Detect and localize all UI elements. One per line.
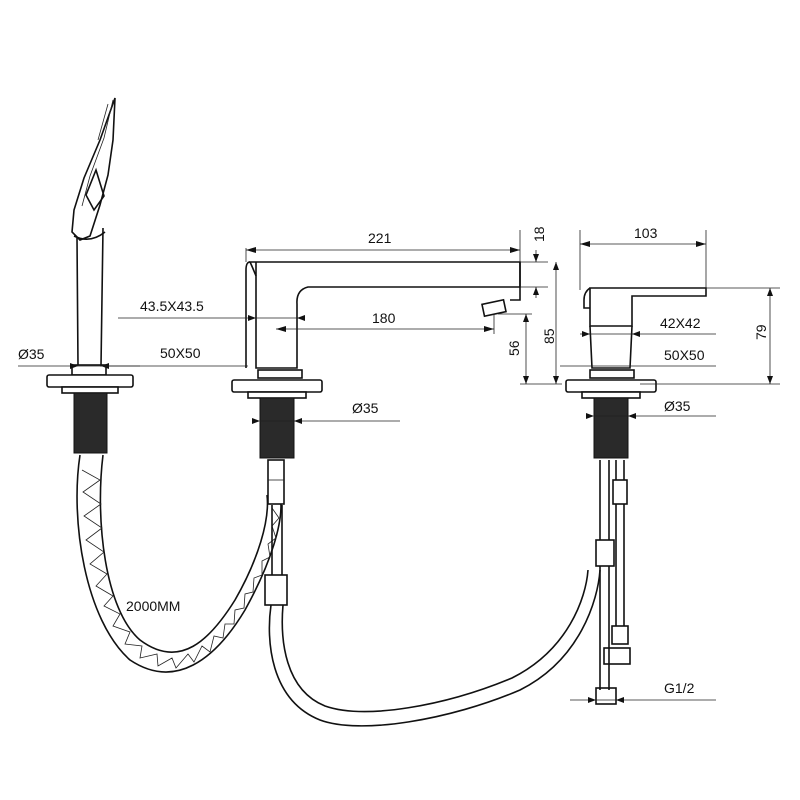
spout-base-label: 43.5X43.5 <box>140 298 204 314</box>
handle-width-label: 103 <box>634 225 658 241</box>
overall-height-label: 85 <box>541 328 557 344</box>
dia-mixer-label: Ø35 <box>664 398 691 414</box>
spout-length-label: 221 <box>368 230 392 246</box>
mixer-base-label: 42X42 <box>660 315 701 331</box>
dia-spout-label: Ø35 <box>352 400 379 416</box>
spout <box>231 261 601 727</box>
spout-top-height-label: 18 <box>531 226 547 242</box>
mixer-height-label: 79 <box>753 324 769 340</box>
flange-left-label: 50X50 <box>160 345 201 361</box>
spout-height-label: 56 <box>506 340 522 356</box>
mixer <box>565 287 707 705</box>
thread-label: G1/2 <box>664 680 695 696</box>
hose-length-label: 2000MM <box>126 598 180 614</box>
spout-reach-label: 180 <box>372 310 396 326</box>
hand-shower: 2000MM <box>46 97 282 673</box>
dia-shower-label: Ø35 <box>18 346 45 362</box>
flange-right-label: 50X50 <box>664 347 705 363</box>
